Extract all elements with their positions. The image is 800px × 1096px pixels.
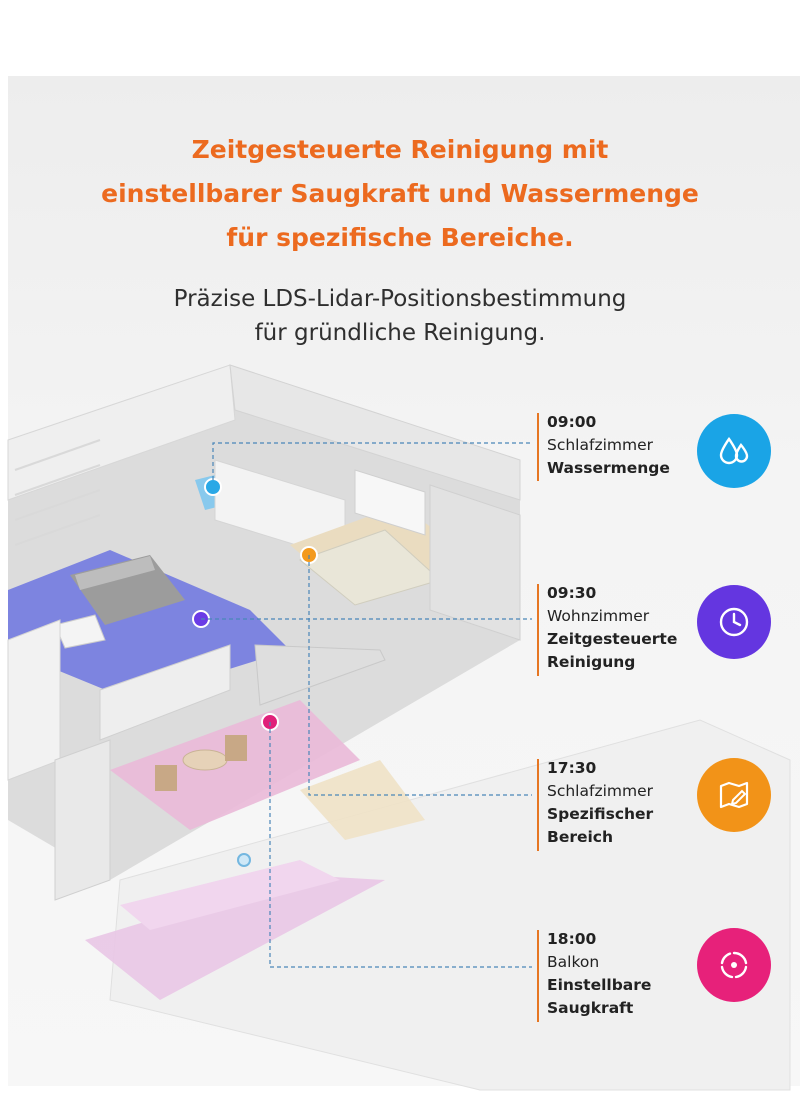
schedule-time: 09:30	[547, 584, 597, 602]
outer-floor-plane	[109, 719, 791, 1091]
marker-bathroom	[204, 478, 222, 496]
counter-wall	[99, 644, 231, 741]
robot-vacuum-icon	[237, 853, 251, 867]
schedule-room: Schlafzimmer	[547, 782, 653, 800]
coffee-table	[54, 614, 106, 649]
subheadline-line-2: für gründliche Reinigung.	[254, 320, 546, 346]
headline-line-3: für spezifische Bereiche.	[226, 223, 574, 252]
map-edit-icon	[697, 758, 771, 832]
sofa-back	[75, 556, 155, 590]
water-drops-icon	[697, 414, 771, 488]
schedule-room: Wohnzimmer	[547, 607, 650, 625]
schedule-feature: Wassermenge	[547, 459, 670, 477]
subheadline-line-1: Präzise LDS-Lidar-Positionsbestimmung	[173, 286, 627, 312]
schedule-room: Balkon	[547, 953, 600, 971]
specific-area-zone	[300, 760, 425, 840]
accent-bar-4	[537, 930, 539, 1022]
leader-line-4	[269, 722, 532, 968]
schedule-feature: Zeitgesteuerte Reinigung	[547, 630, 678, 671]
schedule-time: 18:00	[547, 930, 597, 948]
schedule-time: 09:00	[547, 413, 597, 431]
kitchen-cabinet	[7, 619, 61, 781]
chair-right	[225, 735, 247, 761]
headline: Zeitgesteuerte Reinigung mit einstellbar…	[0, 128, 800, 260]
balcony-zone	[85, 875, 385, 1000]
schedule-item-4: 18:00 Balkon Einstellbare Saugkraft	[547, 928, 707, 1020]
schedule-item-2: 09:30 Wohnzimmer Zeitgesteuerte Reinigun…	[547, 582, 707, 674]
accent-bar-2	[537, 584, 539, 676]
suction-swirl-icon	[697, 928, 771, 1002]
leader-line-3	[308, 555, 532, 796]
schedule-feature: Einstellbare Saugkraft	[547, 976, 652, 1017]
back-wall-left	[7, 364, 236, 501]
front-wall-left	[54, 739, 111, 901]
back-wall-right	[229, 364, 521, 501]
headline-line-2: einstellbarer Saugkraft und Wassermenge	[101, 179, 699, 208]
bedroom-window	[354, 469, 426, 536]
schedule-item-1: 09:00 Schlafzimmer Wassermenge	[547, 411, 707, 480]
schedule-feature: Spezifischer Bereich	[547, 805, 654, 846]
dining-table	[182, 749, 228, 771]
wall-shelves	[14, 439, 101, 546]
leader-line-1	[212, 442, 532, 480]
leader-lines	[201, 442, 532, 968]
schedule-item-3: 17:30 Schlafzimmer Spezifischer Bereich	[547, 757, 707, 849]
dining-zone	[110, 700, 360, 830]
subheadline: Präzise LDS-Lidar-Positionsbestimmung fü…	[0, 282, 800, 350]
balcony-door-wall	[254, 644, 386, 706]
balcony-zone-inner	[120, 860, 340, 930]
right-wall	[429, 484, 521, 641]
clock-icon	[697, 585, 771, 659]
accent-bar-3	[537, 759, 539, 851]
accent-bar-1	[537, 413, 539, 481]
headline-line-1: Zeitgesteuerte Reinigung mit	[191, 135, 609, 164]
schedule-room: Schlafzimmer	[547, 436, 653, 454]
schedule-time: 17:30	[547, 759, 597, 777]
chair-left	[155, 765, 177, 791]
